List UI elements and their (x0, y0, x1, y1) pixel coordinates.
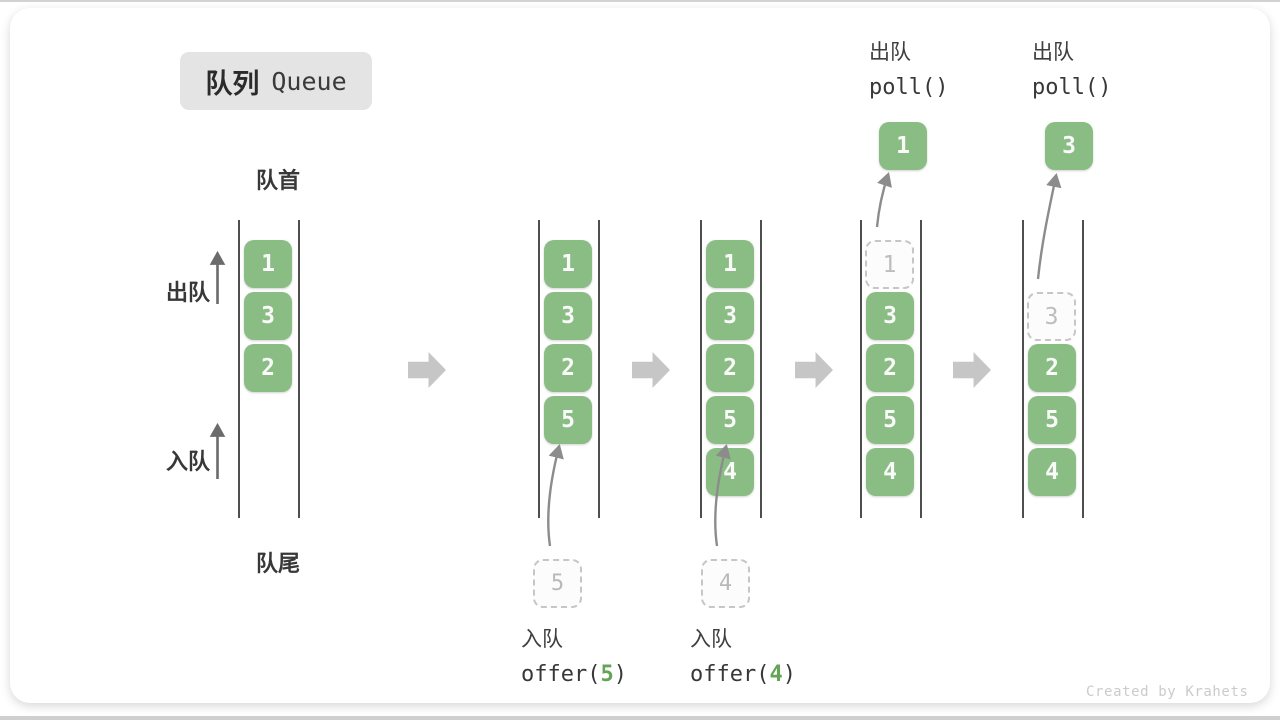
next-state-arrow-icon (408, 352, 446, 388)
queue-wall-left (860, 220, 862, 518)
poll-op-label-1: 出队 poll() (869, 35, 948, 105)
queue-wall-right (298, 220, 300, 518)
queue-rear-label: 队尾 (255, 551, 300, 576)
queue-wall-left (538, 220, 540, 518)
queue-wall-left (238, 220, 240, 518)
screen-top-edge (0, 0, 1280, 2)
queue-wall-left (1022, 220, 1024, 518)
queue-cell-dashed: 3 (1027, 292, 1076, 341)
queue-cell: 4 (866, 448, 914, 496)
polled-cell-1: 1 (879, 122, 927, 170)
enqueue-op-zh: 入队 (521, 628, 563, 651)
enqueue-op-label-5: 入队 offer(5) (521, 622, 627, 692)
queue-cell: 5 (706, 396, 754, 444)
queue-cell: 5 (1028, 396, 1076, 444)
queue-wall-right (760, 220, 762, 518)
poll-op-zh: 出队 (869, 41, 911, 64)
next-state-arrow-icon (953, 352, 991, 388)
queue-cell: 1 (544, 240, 592, 288)
queue-wall-right (1082, 220, 1084, 518)
poll-op-label-3: 出队 poll() (1032, 35, 1111, 105)
queue-cell: 2 (544, 344, 592, 392)
queue-cell: 3 (544, 292, 592, 340)
queue-front-label: 队首 (255, 168, 300, 193)
queue-cell: 2 (866, 344, 914, 392)
queue-cell: 3 (866, 292, 914, 340)
queue-wall-right (920, 220, 922, 518)
enqueue-op-label-4: 入队 offer(4) (690, 622, 796, 692)
title-en: Queue (271, 66, 347, 96)
queue-cell: 2 (1028, 344, 1076, 392)
queue-cell: 4 (1028, 448, 1076, 496)
queue-cell: 2 (244, 344, 292, 392)
watermark: Created by Krahets (1086, 684, 1249, 700)
queue-cell: 3 (706, 292, 754, 340)
queue-wall-right (598, 220, 600, 518)
next-state-arrow-icon (632, 352, 670, 388)
next-state-arrow-icon (795, 352, 833, 388)
enqueue-side-label: 入队 (165, 449, 210, 474)
enqueue-op-code: offer(5) (521, 662, 627, 687)
incoming-cell-4: 4 (701, 559, 750, 608)
queue-cell-dashed: 1 (865, 240, 914, 289)
title-zh: 队列 (205, 68, 260, 99)
queue-cell: 4 (706, 448, 754, 496)
title-badge: 队列 Queue (180, 52, 372, 110)
queue-cell: 5 (866, 396, 914, 444)
queue-cell: 1 (244, 240, 292, 288)
incoming-cell-5: 5 (533, 559, 582, 608)
queue-wall-left (700, 220, 702, 518)
queue-cell: 5 (544, 396, 592, 444)
poll-op-code: poll() (1032, 75, 1112, 100)
queue-cell: 1 (706, 240, 754, 288)
screen-bottom-edge (0, 716, 1280, 720)
dequeue-side-label: 出队 (165, 280, 210, 305)
poll-op-code: poll() (869, 75, 949, 100)
queue-cell: 3 (244, 292, 292, 340)
enqueue-op-code: offer(4) (690, 662, 796, 687)
polled-cell-3: 3 (1045, 122, 1093, 170)
enqueue-op-zh: 入队 (690, 628, 732, 651)
poll-op-zh: 出队 (1032, 41, 1074, 64)
queue-cell: 2 (706, 344, 754, 392)
